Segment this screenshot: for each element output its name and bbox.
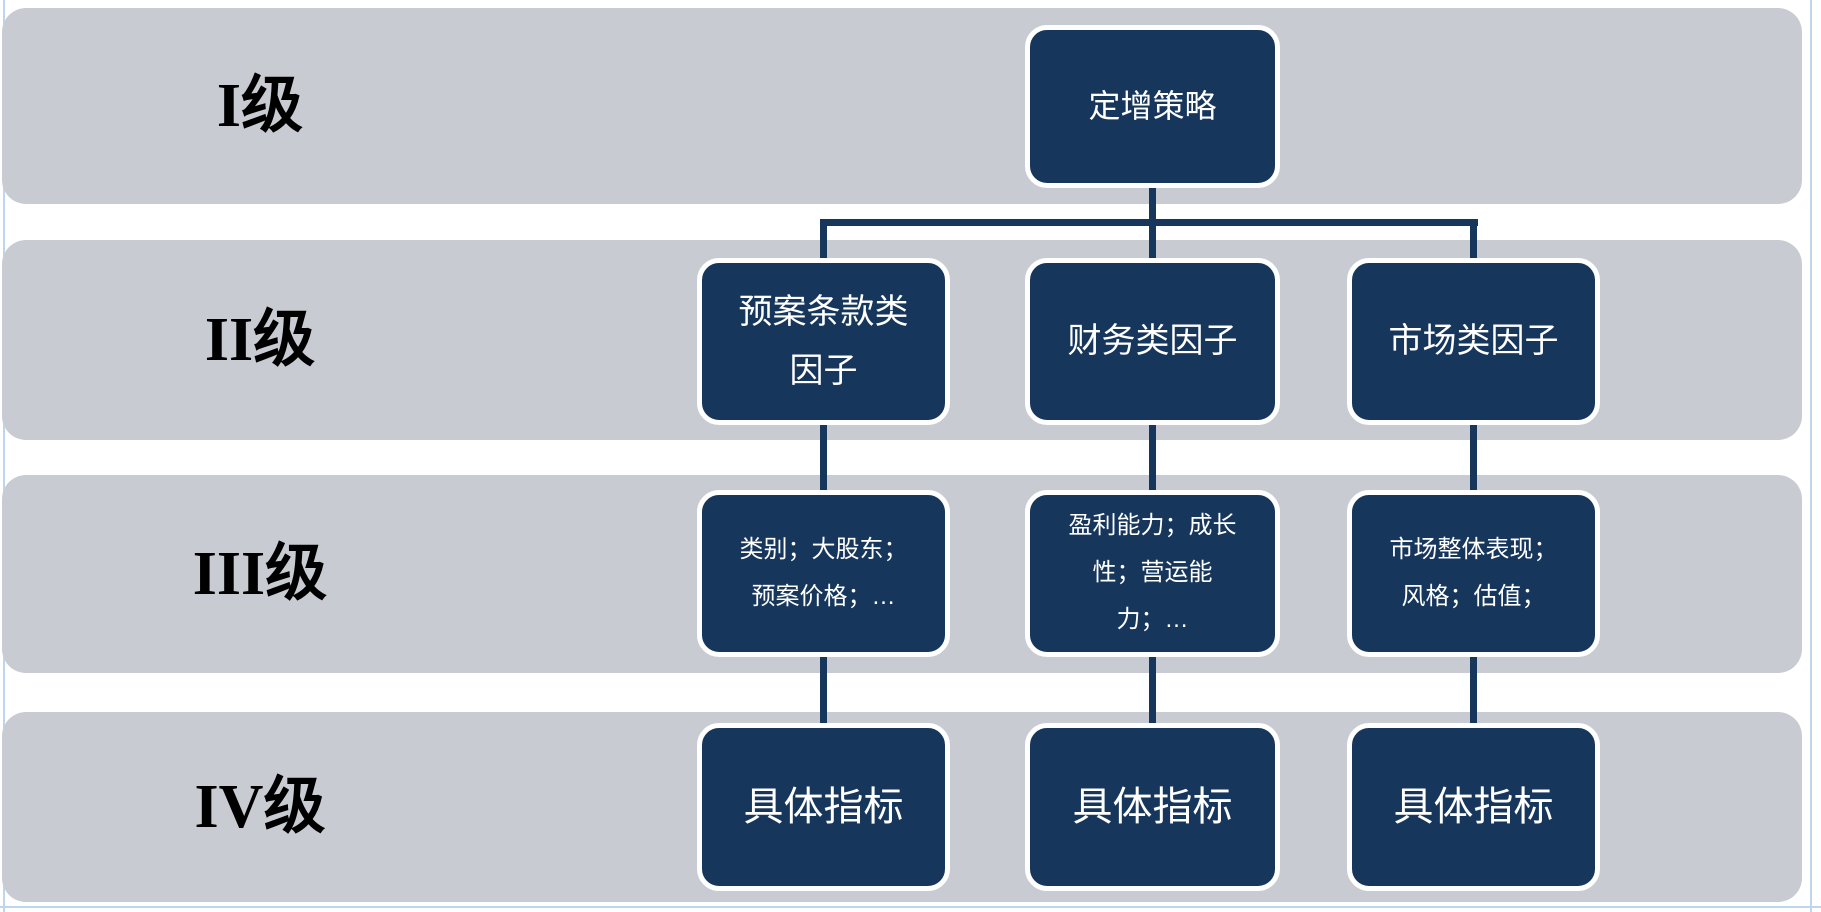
- node-l3-market-detail: 市场整体表现； 风格；估值；: [1347, 490, 1600, 657]
- level-label-1: I级: [216, 72, 304, 140]
- left-edge-guide-line: [3, 0, 5, 912]
- node-text-line: 市场类因子: [1388, 322, 1559, 361]
- connector-l2-l3-1: [820, 421, 827, 494]
- bottom-edge-guide-line: [0, 906, 1821, 908]
- node-l4-indicators-3: 具体指标: [1347, 723, 1600, 891]
- connector-l3-l4-2: [1149, 652, 1156, 727]
- node-text-line: 预案条款类: [738, 293, 909, 332]
- node-text-line: 预案价格；…: [751, 582, 896, 610]
- connector-root-stem: [1149, 184, 1156, 223]
- node-l2-financial-factors: 财务类因子: [1025, 258, 1280, 425]
- node-text-line: 因子: [789, 351, 858, 390]
- node-l2-market-factors: 市场类因子: [1347, 258, 1600, 425]
- connector-l3-l4-3: [1470, 652, 1477, 727]
- connector-l2-l3-2: [1149, 421, 1156, 494]
- node-text-line: 盈利能力；成长: [1068, 512, 1237, 540]
- node-root-strategy: 定增策略: [1025, 25, 1280, 188]
- node-l4-indicators-1: 具体指标: [697, 723, 950, 891]
- node-text: 具体指标: [743, 785, 904, 829]
- node-l2-proposal-factors: 预案条款类 因子: [697, 258, 950, 425]
- level-label-3: III级: [192, 540, 328, 608]
- node-text-line: 性；营运能: [1092, 559, 1213, 587]
- level-label-4: IV级: [194, 773, 326, 841]
- node-text-line: 力；…: [1116, 605, 1189, 633]
- node-text: 具体指标: [1072, 785, 1233, 829]
- right-edge-guide-line: [1810, 0, 1812, 912]
- node-text-line: 类别；大股东；: [739, 535, 908, 563]
- connector-drop-level2-3: [1470, 222, 1477, 262]
- connector-drop-level2-2: [1149, 222, 1156, 262]
- node-l3-proposal-detail: 类别；大股东； 预案价格；…: [697, 490, 950, 657]
- node-text: 定增策略: [1088, 88, 1217, 125]
- connector-l3-l4-1: [820, 652, 827, 727]
- level-label-2: II级: [204, 306, 316, 374]
- level-band-1: [2, 8, 1802, 204]
- node-text-line: 财务类因子: [1067, 322, 1238, 361]
- node-text: 具体指标: [1393, 785, 1554, 829]
- node-text-line: 市场整体表现；: [1389, 535, 1558, 563]
- node-l4-indicators-2: 具体指标: [1025, 723, 1280, 891]
- node-text-line: 风格；估值；: [1401, 582, 1546, 610]
- node-l3-financial-detail: 盈利能力；成长 性；营运能 力；…: [1025, 490, 1280, 657]
- connector-l2-l3-3: [1470, 421, 1477, 494]
- connector-drop-level2-1: [820, 222, 827, 262]
